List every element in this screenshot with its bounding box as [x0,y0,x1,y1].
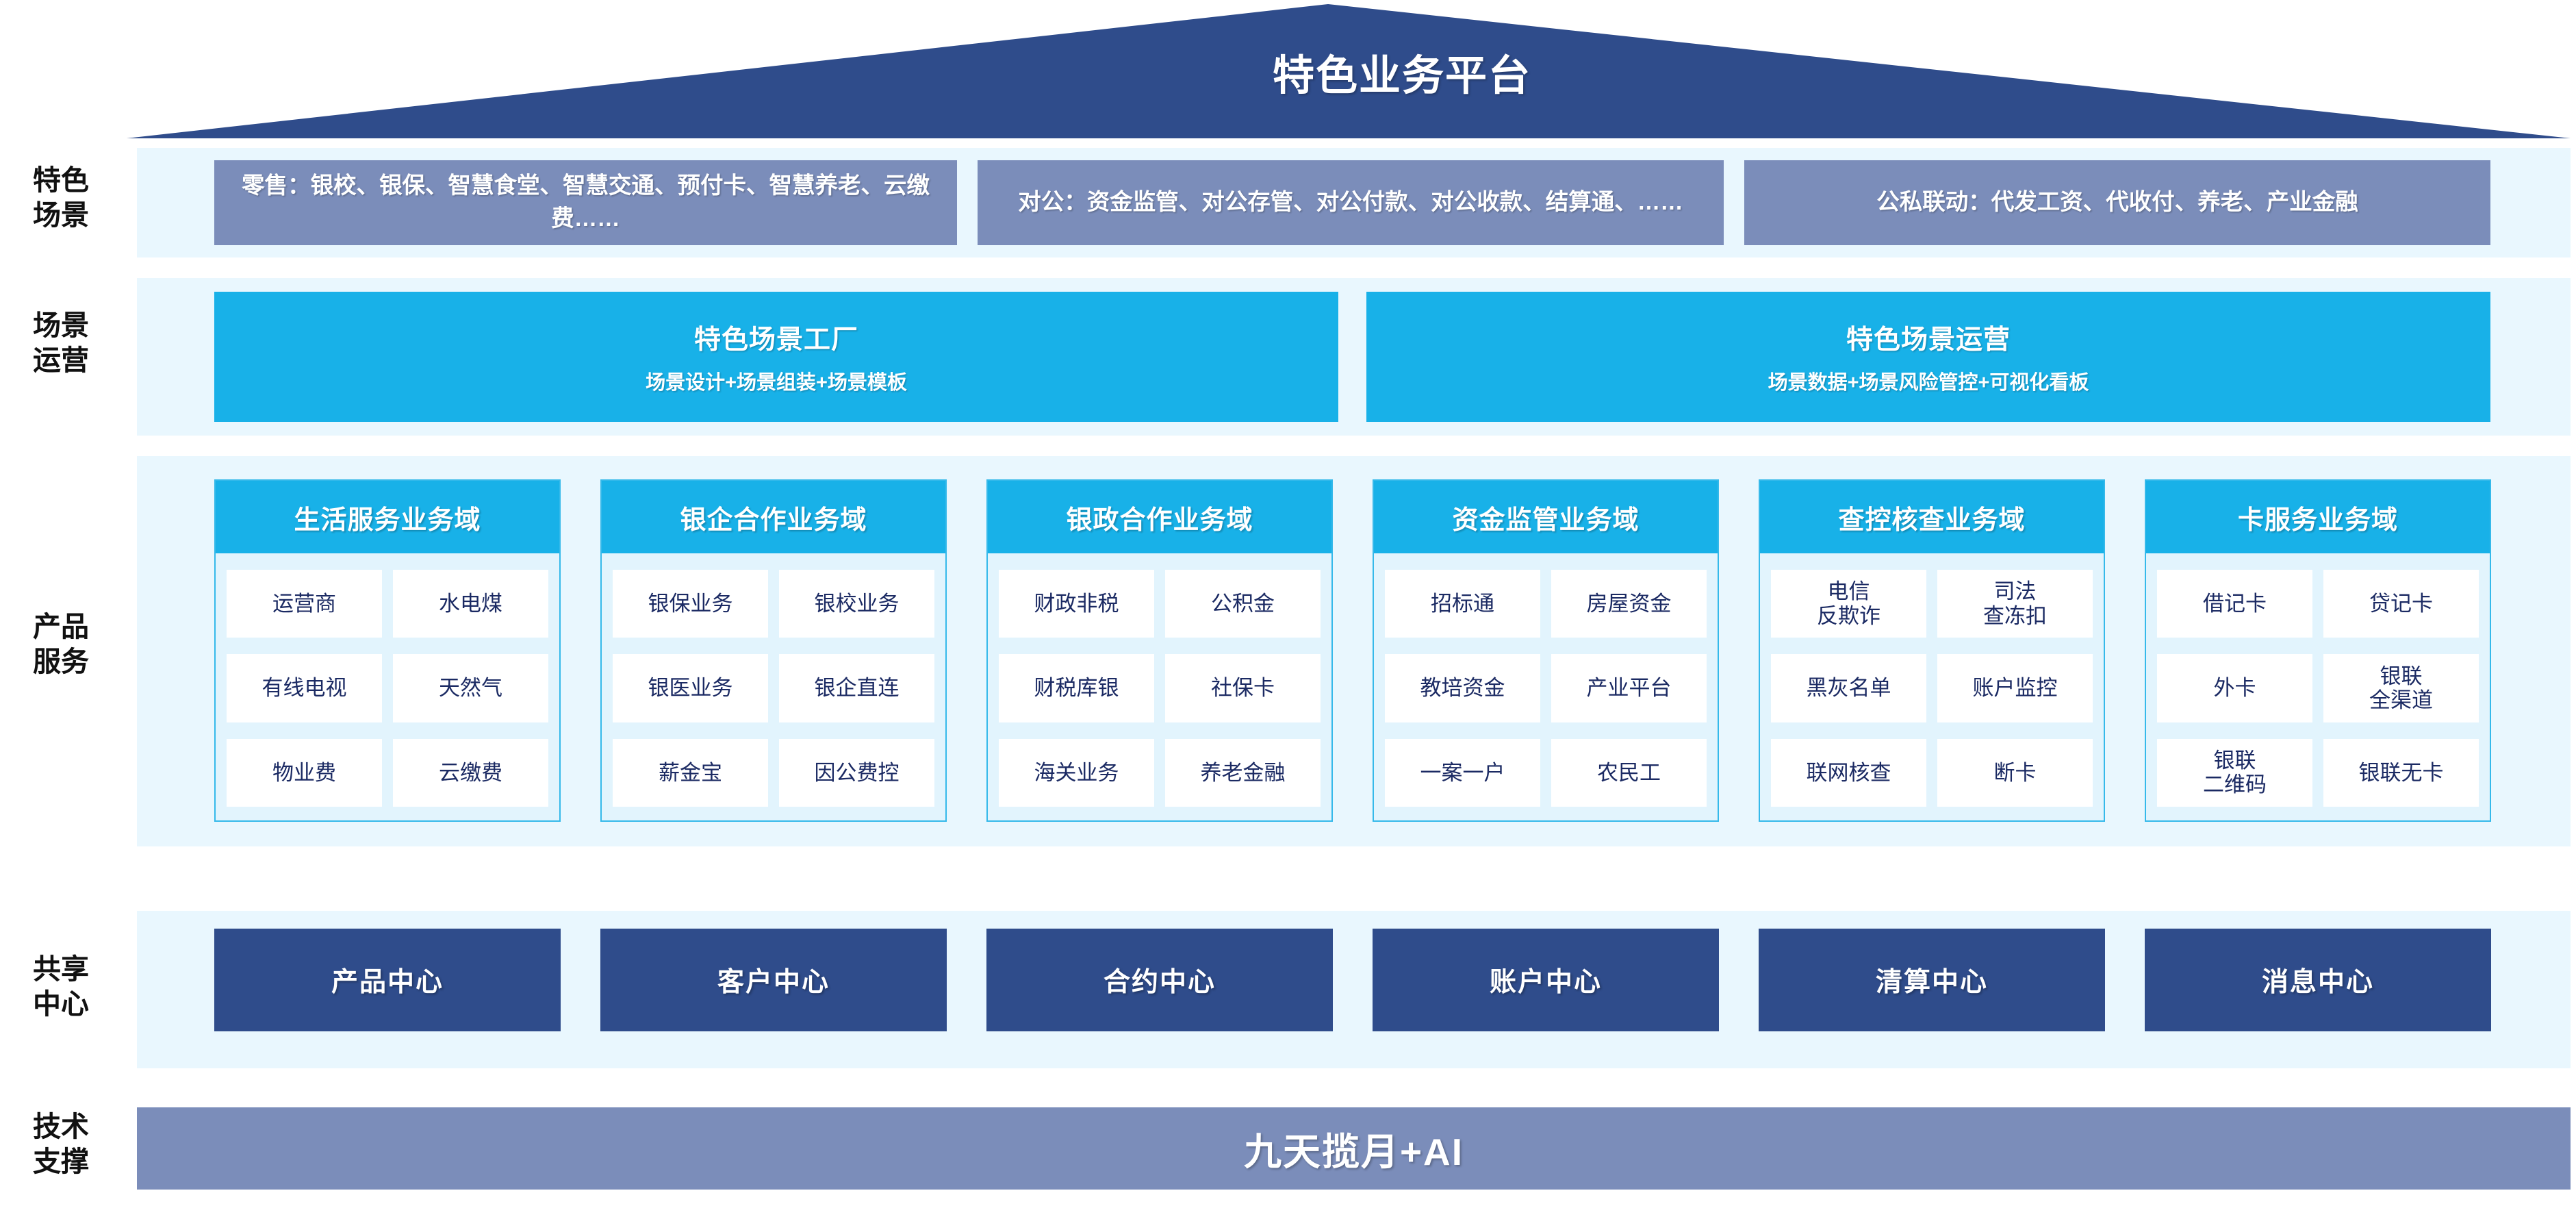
domain-cell[interactable]: 产业平台 [1551,654,1707,722]
shared-center-product[interactable]: 产品中心 [214,929,561,1031]
domain-grid-bank-government: 财政非税 公积金 财税库银 社保卡 海关业务 养老金融 [988,553,1331,820]
domain-title-investigation: 查控核查业务域 [1760,481,2104,553]
rail-label-products: 产品 服务 [33,611,89,677]
domain-cell[interactable]: 银校业务 [779,570,934,638]
domain-cell[interactable]: 海关业务 [999,738,1154,807]
domain-cell[interactable]: 公积金 [1165,570,1321,638]
domain-column-investigation[interactable]: 查控核查业务域 电信 反欺诈 司法 查冻扣 黑灰名单 账户监控 联网核查 断卡 [1759,479,2105,822]
domain-title-fund-supervision: 资金监管业务域 [1374,481,1718,553]
shared-center-customer[interactable]: 客户中心 [600,929,947,1031]
domain-cell[interactable]: 物业费 [227,738,382,807]
domain-cell[interactable]: 房屋资金 [1551,570,1707,638]
domain-cell[interactable]: 黑灰名单 [1771,654,1926,722]
page-title: 特色业务平台 [1272,52,1531,99]
rail-label-tech: 技术 支撑 [33,1111,89,1177]
domain-cell[interactable]: 水电煤 [393,570,548,638]
shared-center-account[interactable]: 账户中心 [1373,929,1719,1031]
domain-column-bank-enterprise[interactable]: 银企合作业务域 银保业务 银校业务 银医业务 银企直连 薪金宝 因公费控 [600,479,947,822]
domain-cell[interactable]: 社保卡 [1165,654,1321,722]
domain-title-bank-government: 银政合作业务域 [988,481,1331,553]
ops-subtitle-scene-factory: 场景设计+场景组装+场景模板 [646,372,907,394]
domain-grid-fund-supervision: 招标通 房屋资金 教培资金 产业平台 一案一户 农民工 [1374,553,1718,820]
scenario-box-linkage[interactable]: 公私联动：代发工资、代收付、养老、产业金融 [1744,160,2490,245]
domain-grid-card-service: 借记卡 贷记卡 外卡 银联 全渠道 银联 二维码 银联无卡 [2146,553,2490,820]
domain-cell[interactable]: 银企直连 [779,654,934,722]
roof-triangle-shape [127,4,2571,138]
ops-title-scene-factory: 特色场景工厂 [693,325,858,355]
domain-cell[interactable]: 电信 反欺诈 [1771,570,1926,638]
domain-cell[interactable]: 外卡 [2157,654,2312,722]
ops-subtitle-scene-operation: 场景数据+场景风险管控+可视化看板 [1768,372,2089,394]
domain-cell[interactable]: 养老金融 [1165,738,1321,807]
domain-column-life-service[interactable]: 生活服务业务域 运营商 水电煤 有线电视 天然气 物业费 云缴费 [214,479,561,822]
ops-box-scene-factory[interactable]: 特色场景工厂 场景设计+场景组装+场景模板 [214,292,1338,422]
domain-cell[interactable]: 运营商 [227,570,382,638]
ops-box-scene-operation[interactable]: 特色场景运营 场景数据+场景风险管控+可视化看板 [1366,292,2490,422]
tech-support-bar[interactable]: 九天揽月+AI [137,1107,2571,1190]
domain-title-bank-enterprise: 银企合作业务域 [602,481,945,553]
domain-cell[interactable]: 云缴费 [393,738,548,807]
domain-cell[interactable]: 天然气 [393,654,548,722]
domain-grid-investigation: 电信 反欺诈 司法 查冻扣 黑灰名单 账户监控 联网核查 断卡 [1760,553,2104,820]
domain-cell[interactable]: 司法 查冻扣 [1937,570,2093,638]
domain-cell[interactable]: 因公费控 [779,738,934,807]
domain-cell[interactable]: 教培资金 [1385,654,1540,722]
domain-cell[interactable]: 借记卡 [2157,570,2312,638]
domain-cell[interactable]: 有线电视 [227,654,382,722]
shared-center-contract[interactable]: 合约中心 [986,929,1333,1031]
domain-column-fund-supervision[interactable]: 资金监管业务域 招标通 房屋资金 教培资金 产业平台 一案一户 农民工 [1373,479,1719,822]
domain-cell[interactable]: 农民工 [1551,738,1707,807]
domain-cell[interactable]: 银保业务 [613,570,768,638]
shared-center-clearing[interactable]: 清算中心 [1759,929,2105,1031]
domain-grid-life-service: 运营商 水电煤 有线电视 天然气 物业费 云缴费 [216,553,559,820]
domain-title-life-service: 生活服务业务域 [216,481,559,553]
rail-label-operations: 场景 运营 [33,310,89,376]
rail-label-shared: 共享 中心 [33,953,89,1020]
domain-grid-bank-enterprise: 银保业务 银校业务 银医业务 银企直连 薪金宝 因公费控 [602,553,945,820]
domain-cell[interactable]: 招标通 [1385,570,1540,638]
domain-column-bank-government[interactable]: 银政合作业务域 财政非税 公积金 财税库银 社保卡 海关业务 养老金融 [986,479,1333,822]
rail-label-scenarios: 特色 场景 [33,164,89,231]
domain-cell[interactable]: 薪金宝 [613,738,768,807]
domain-column-card-service[interactable]: 卡服务业务域 借记卡 贷记卡 外卡 银联 全渠道 银联 二维码 银联无卡 [2145,479,2491,822]
domain-cell[interactable]: 银联 二维码 [2157,738,2312,807]
domain-cell[interactable]: 银联 全渠道 [2323,654,2479,722]
domain-title-card-service: 卡服务业务域 [2146,481,2490,553]
domain-cell[interactable]: 财政非税 [999,570,1154,638]
domain-cell[interactable]: 一案一户 [1385,738,1540,807]
domain-cell[interactable]: 财税库银 [999,654,1154,722]
domain-cell[interactable]: 联网核查 [1771,738,1926,807]
shared-center-message[interactable]: 消息中心 [2145,929,2491,1031]
domain-cell[interactable]: 银医业务 [613,654,768,722]
platform-roof: 特色业务平台 [127,4,2571,138]
domain-cell[interactable]: 账户监控 [1937,654,2093,722]
scenario-box-retail[interactable]: 零售：银校、银保、智慧食堂、智慧交通、预付卡、智慧养老、云缴费…… [214,160,957,245]
domain-cell[interactable]: 银联无卡 [2323,738,2479,807]
ops-title-scene-operation: 特色场景运营 [1846,325,2011,355]
domain-cell[interactable]: 断卡 [1937,738,2093,807]
scenario-box-corporate[interactable]: 对公：资金监管、对公存管、对公付款、对公收款、结算通、…… [978,160,1724,245]
domain-cell[interactable]: 贷记卡 [2323,570,2479,638]
